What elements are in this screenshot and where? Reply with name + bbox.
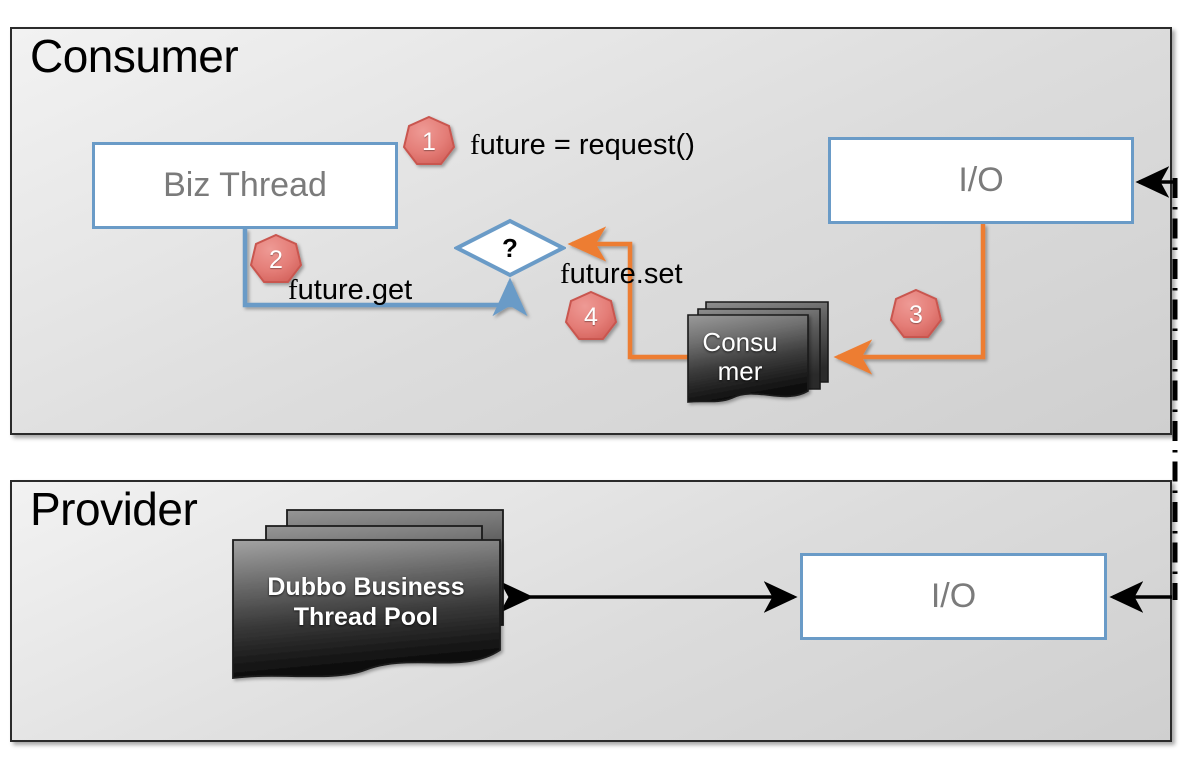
step-badge-1[interactable]: 1 [402, 115, 456, 169]
consumer-panel: Consumer [10, 27, 1172, 435]
biz-thread-box[interactable]: Biz Thread [92, 142, 398, 229]
step-badge-4[interactable]: 4 [564, 290, 618, 344]
biz-thread-label: Biz Thread [163, 166, 327, 204]
decision-diamond[interactable]: ? [454, 218, 566, 278]
step-badge-3[interactable]: 3 [889, 288, 943, 342]
decision-diamond-shape [454, 218, 566, 278]
label-future-get: future.get [288, 274, 413, 306]
provider-io-box[interactable]: I/O [800, 553, 1107, 640]
dubbo-thread-pool-stack[interactable]: Dubbo Business Thread Pool [225, 500, 525, 695]
step-badge-2[interactable]: 2 [249, 233, 303, 287]
provider-io-label: I/O [930, 577, 977, 615]
consumer-thread-stack[interactable]: Consu mer [680, 290, 840, 410]
label-future-set-text: uture.set [569, 258, 683, 290]
provider-panel-title: Provider [30, 483, 198, 535]
decision-diamond-label: ? [502, 232, 518, 263]
consumer-io-box[interactable]: I/O [828, 137, 1134, 224]
step-badge-2-number: 2 [269, 245, 283, 274]
step-badge-4-number: 4 [584, 302, 598, 331]
label-future-request: future = request() [470, 129, 695, 161]
consumer-panel-title: Consumer [30, 30, 239, 82]
label-future-set: future.set [560, 258, 683, 290]
label-future-request-text: uture = request() [479, 129, 695, 161]
step-badge-3-number: 3 [909, 300, 923, 329]
step-badge-1-number: 1 [422, 127, 436, 156]
label-future-get-text: uture.get [297, 274, 413, 306]
consumer-io-label: I/O [958, 161, 1004, 199]
